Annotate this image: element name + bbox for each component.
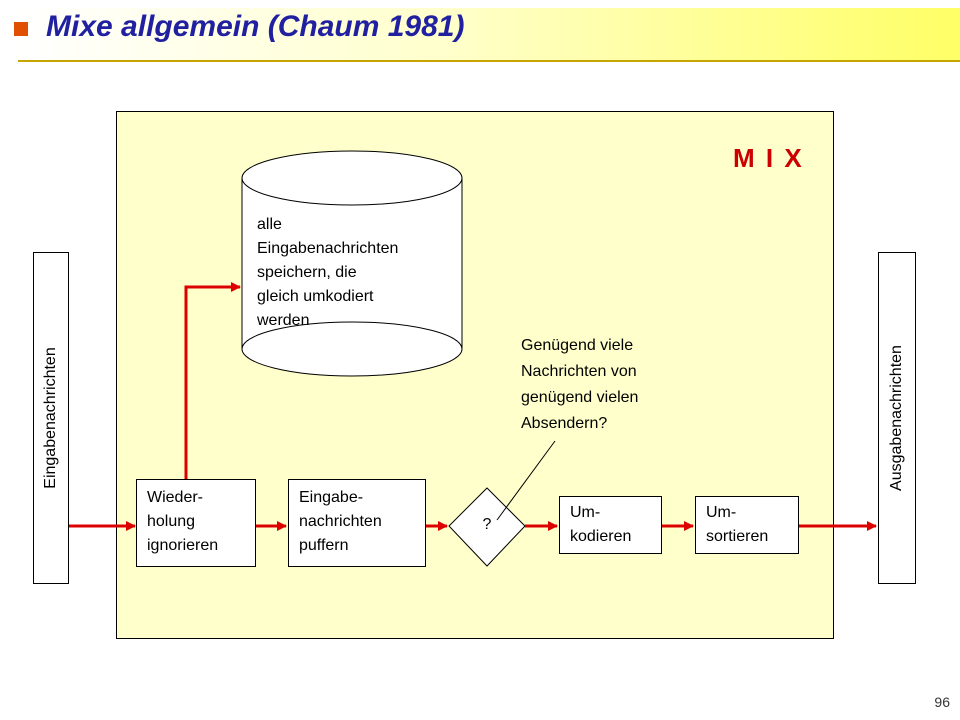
- input-messages-label: Eingabenachrichten: [42, 347, 59, 489]
- replay-ignore-box: Wieder- holung ignorieren: [136, 479, 256, 567]
- recode-line: kodieren: [570, 528, 632, 545]
- resort-line: sortieren: [706, 528, 769, 545]
- question-line: Absendern?: [521, 415, 608, 432]
- resort-line: Um-: [706, 504, 737, 521]
- mix-label: M I X: [733, 143, 804, 173]
- input-messages-box: Eingabenachrichten: [33, 252, 69, 584]
- storage-line: speichern, die: [257, 264, 357, 281]
- question-line: Genügend viele: [521, 337, 634, 354]
- buffer-messages-box: Eingabe- nachrichten puffern: [288, 479, 426, 567]
- question-line: genügend vielen: [521, 389, 639, 406]
- replay-line: holung: [147, 513, 196, 530]
- question-callout-line: [496, 440, 556, 521]
- buffer-line: nachrichten: [299, 513, 382, 530]
- output-messages-box: Ausgabenachrichten: [878, 252, 916, 584]
- storage-text: alle Eingabenachrichten speichern, die g…: [257, 213, 457, 333]
- buffer-line: puffern: [299, 537, 349, 554]
- replay-line: Wieder-: [147, 489, 204, 506]
- storage-line: werden: [257, 312, 310, 329]
- recode-line: Um-: [570, 504, 601, 521]
- resort-box: Um- sortieren: [695, 496, 799, 554]
- storage-cylinder: [241, 150, 463, 377]
- storage-line: gleich umkodiert: [257, 288, 374, 305]
- recode-box: Um- kodieren: [559, 496, 662, 554]
- arrow-replay-to-storage: [184, 282, 241, 480]
- decision-label: ?: [482, 516, 492, 533]
- question-line: Nachrichten von: [521, 363, 637, 380]
- title-bar: [18, 8, 960, 62]
- page-title: Mixe allgemein (Chaum 1981): [46, 10, 465, 43]
- question-annotation: Genügend viele Nachrichten von genügend …: [521, 333, 711, 437]
- page-number: 96: [934, 694, 950, 710]
- storage-line: alle: [257, 216, 282, 233]
- replay-line: ignorieren: [147, 537, 219, 554]
- storage-line: Eingabenachrichten: [257, 240, 399, 257]
- output-messages-label: Ausgabenachrichten: [888, 345, 905, 491]
- buffer-line: Eingabe-: [299, 489, 364, 506]
- title-bullet-icon: [14, 22, 28, 36]
